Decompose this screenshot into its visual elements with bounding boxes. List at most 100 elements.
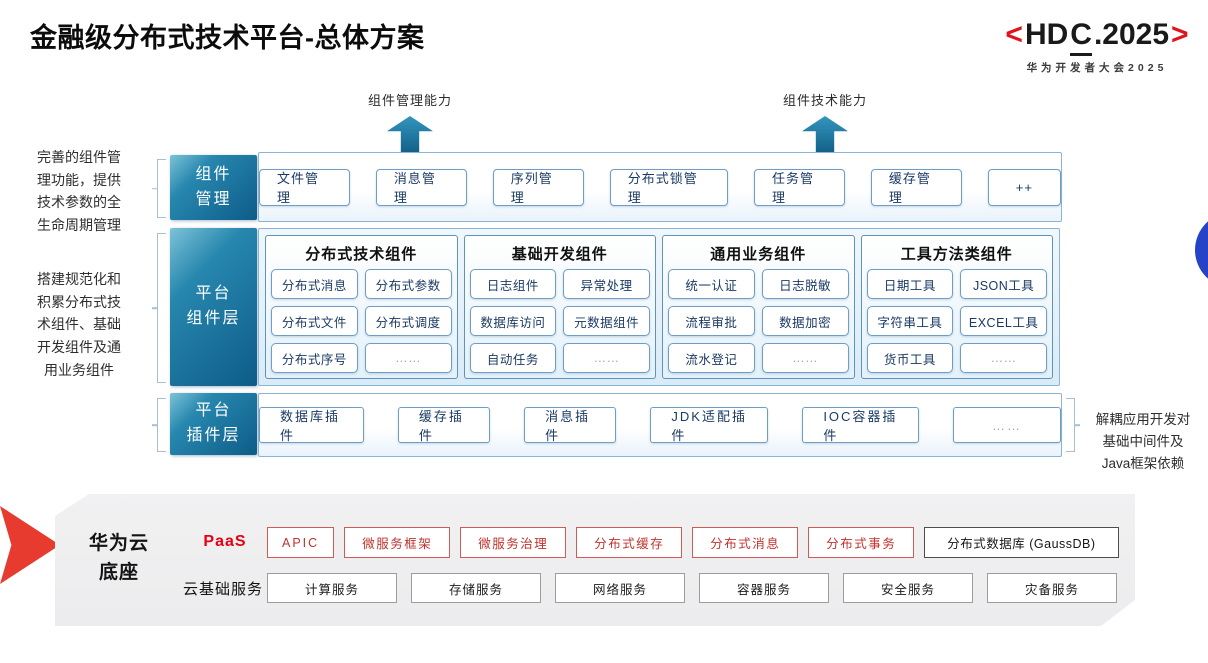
row-bracket-right	[1066, 398, 1080, 452]
component-box: 分布式序号	[271, 343, 358, 373]
paas-services-row: APIC 微服务框架 微服务治理 分布式缓存 分布式消息 分布式事务 分布式数据…	[267, 527, 1119, 558]
component-box: 分布式调度	[364, 306, 452, 336]
component-column-basic: 基础开发组件 日志组件 异常处理 数据库访问 元数据组件 自动任务 ……	[463, 235, 656, 379]
component-box: 流水登记	[668, 343, 755, 373]
cloud-service-box: 安全服务	[843, 573, 973, 603]
component-box: EXCEL工具	[960, 306, 1047, 336]
paas-service-box: 分布式事务	[808, 527, 915, 558]
gaussdb-box: 分布式数据库 (GaussDB)	[924, 527, 1119, 558]
plugin-box: IOC容器插件	[802, 407, 919, 443]
management-box: 文件管理	[259, 168, 350, 206]
foundation-label: 华为云 底座	[88, 533, 149, 583]
paas-service-box: 微服务治理	[460, 527, 567, 558]
management-box: 消息管理	[375, 168, 467, 206]
component-box: 日期工具	[866, 269, 954, 299]
component-box: 统一认证	[668, 269, 755, 299]
component-box-more: ……	[960, 343, 1047, 373]
paas-label: PaaS	[203, 533, 247, 550]
component-box-more: ……	[761, 343, 849, 373]
row-bracket	[152, 233, 166, 383]
cloud-service-box: 网络服务	[555, 573, 685, 603]
column-title: 分布式技术组件	[305, 246, 418, 263]
component-box: 数据加密	[761, 306, 849, 336]
component-box: 异常处理	[563, 269, 650, 299]
paas-service-box: 分布式缓存	[576, 527, 683, 558]
component-box: 分布式消息	[271, 269, 358, 299]
bracket-tick	[152, 187, 157, 190]
hdc-logo: < HD C .2025 > 华为开发者大会2025	[988, 18, 1206, 75]
layer-label-plugins: 平台 插件层	[170, 393, 257, 455]
component-column-tools: 工具方法类组件 日期工具 JSON工具 字符串工具 EXCEL工具 货币工具 ……	[860, 235, 1053, 379]
column-title: 基础开发组件	[511, 246, 608, 263]
huawei-cloud-foundation-panel: 华为云 底座 PaaS APIC 微服务框架 微服务治理 分布式缓存 分布式消息…	[55, 494, 1135, 626]
bracket-tick	[1075, 424, 1080, 426]
component-box: 元数据组件	[563, 306, 650, 336]
arrow-label-management: 组件管理能力	[367, 93, 452, 108]
cloud-service-box: 灾备服务	[987, 573, 1117, 603]
logo-subtitle: 华为开发者大会2025	[1026, 62, 1168, 74]
management-layer-row: 文件管理 消息管理 序列管理 分布式锁管理 任务管理 缓存管理 ++	[258, 152, 1062, 222]
blue-circle-decoration	[1195, 212, 1208, 288]
components-layer-row: 分布式技术组件 分布式消息 分布式参数 分布式文件 分布式调度 分布式序号 ………	[258, 228, 1060, 386]
bracket-tick	[152, 307, 157, 309]
plugins-layer-row: 数据库插件 缓存插件 消息插件 JDK适配插件 IOC容器插件 ……	[258, 393, 1062, 457]
plugin-box-more: ……	[953, 407, 1061, 443]
component-box: 日志组件	[469, 269, 557, 299]
column-title: 通用业务组件	[710, 246, 807, 263]
column-grid: 日期工具 JSON工具 字符串工具 EXCEL工具 货币工具 ……	[866, 269, 1047, 373]
hdc-logo-wordmark: < HD C .2025 >	[988, 18, 1206, 56]
component-box-more: ……	[364, 343, 452, 373]
component-box: 自动任务	[469, 343, 557, 373]
column-grid: 日志组件 异常处理 数据库访问 元数据组件 自动任务 ……	[469, 269, 650, 373]
component-box: 数据库访问	[469, 306, 557, 336]
page-title: 金融级分布式技术平台-总体方案	[30, 23, 425, 53]
component-box-more: ……	[563, 343, 650, 373]
paas-service-box: 微服务框架	[344, 527, 451, 558]
component-box: 分布式文件	[271, 306, 358, 336]
management-box: 缓存管理	[870, 168, 962, 206]
logo-text-year: .2025	[1093, 18, 1170, 51]
management-box-more: ++	[987, 168, 1061, 206]
logo-left-angle-icon: <	[1005, 18, 1023, 51]
plugin-box: JDK适配插件	[650, 407, 769, 443]
plugin-box: 消息插件	[524, 407, 617, 443]
cloud-service-box: 存储服务	[411, 573, 541, 603]
capability-arrow-technical: 组件技术能力	[759, 90, 891, 154]
plugin-box: 数据库插件	[259, 407, 364, 443]
component-box: 货币工具	[866, 343, 954, 373]
cloud-services-row: 计算服务 存储服务 网络服务 容器服务 安全服务 灾备服务	[267, 573, 1117, 603]
row-bracket	[152, 159, 166, 218]
logo-text-c-underlined: C	[1070, 18, 1092, 56]
management-box: 任务管理	[754, 168, 845, 206]
cloud-service-box: 容器服务	[699, 573, 829, 603]
layer-label-management: 组件 管理	[170, 155, 257, 220]
bracket-tick	[152, 424, 157, 426]
component-box: 日志脱敏	[761, 269, 849, 299]
component-column-business: 通用业务组件 统一认证 日志脱敏 流程审批 数据加密 流水登记 ……	[662, 235, 855, 379]
cloud-service-box: 计算服务	[267, 573, 397, 603]
row-bracket	[152, 398, 166, 452]
component-column-distributed: 分布式技术组件 分布式消息 分布式参数 分布式文件 分布式调度 分布式序号 ……	[265, 235, 458, 379]
note-left-top: 完善的组件管 理功能，提供 技术参数的全 生命周期管理	[37, 149, 121, 234]
component-box: 字符串工具	[866, 306, 954, 336]
red-chevron-icon	[0, 506, 60, 584]
component-box: 分布式参数	[364, 269, 452, 299]
cloud-services-label: 云基础服务	[182, 581, 263, 598]
column-title: 工具方法类组件	[900, 246, 1013, 263]
logo-text-hd: HD	[1024, 18, 1069, 51]
note-left-bottom: 搭建规范化和 积累分布式技 术组件、基础 开发组件及通 用业务组件	[37, 271, 121, 378]
paas-service-box: 分布式消息	[692, 527, 799, 558]
arrow-label-technical: 组件技术能力	[782, 93, 867, 108]
logo-right-angle-icon: >	[1171, 18, 1189, 51]
management-box: 序列管理	[492, 168, 584, 206]
up-arrow-icon	[802, 116, 848, 154]
layer-label-components: 平台 组件层	[170, 228, 257, 386]
component-box: JSON工具	[960, 269, 1047, 299]
management-box: 分布式锁管理	[609, 168, 729, 206]
column-grid: 分布式消息 分布式参数 分布式文件 分布式调度 分布式序号 ……	[271, 269, 452, 373]
paas-service-box: APIC	[267, 527, 335, 558]
component-box: 流程审批	[668, 306, 755, 336]
column-grid: 统一认证 日志脱敏 流程审批 数据加密 流水登记 ……	[668, 269, 849, 373]
capability-arrow-management: 组件管理能力	[344, 90, 476, 154]
